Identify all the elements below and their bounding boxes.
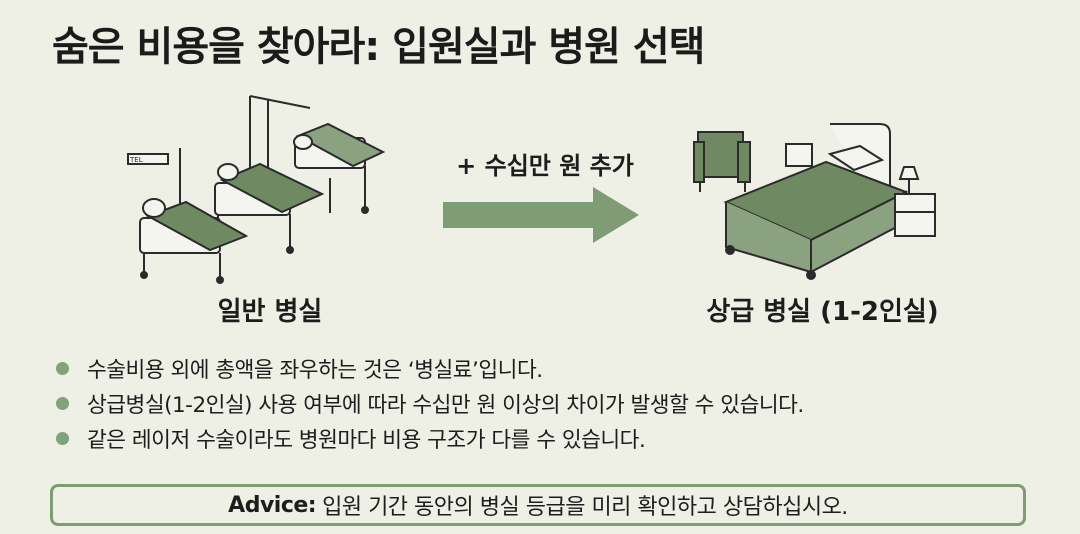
page-title: 숨은 비용을 찾아라: 입원실과 병원 선택 — [52, 24, 705, 70]
shared-ward-illustration: TEL — [127, 95, 386, 284]
right-arrow-icon — [443, 187, 639, 243]
ward-label: 일반 병실 — [217, 297, 323, 327]
bullet-text: 같은 레이저 수술이라도 병원마다 비용 구조가 다를 수 있습니다. — [87, 428, 646, 453]
advice-box: Advice: 입원 기간 동안의 병실 등급을 미리 확인하고 상담하십시오. — [50, 484, 1026, 526]
bullet-list: 수술비용 외에 총액을 좌우하는 것은 ‘병실료’입니다. 상급병실(1-2인실… — [56, 351, 804, 456]
private-room-illustration — [693, 123, 936, 280]
advice-prefix: Advice: — [228, 492, 317, 518]
bullet-dot-icon — [56, 397, 69, 410]
bullet-dot-icon — [56, 432, 69, 445]
bullet-item: 상급병실(1-2인실) 사용 여부에 따라 수십만 원 이상의 차이가 발생할 … — [56, 386, 804, 421]
advice-text: 입원 기간 동안의 병실 등급을 미리 확인하고 상담하십시오. — [322, 495, 848, 520]
bullet-dot-icon — [56, 362, 69, 375]
ward-sign-text: TEL — [129, 156, 143, 164]
private-room-label: 상급 병실 (1-2인실) — [706, 297, 939, 327]
bullet-text: 상급병실(1-2인실) 사용 여부에 따라 수십만 원 이상의 차이가 발생할 … — [87, 393, 804, 418]
bullet-item: 같은 레이저 수술이라도 병원마다 비용 구조가 다를 수 있습니다. — [56, 421, 804, 456]
cost-increase-label: + 수십만 원 추가 — [456, 152, 634, 180]
bullet-text: 수술비용 외에 총액을 좌우하는 것은 ‘병실료’입니다. — [87, 358, 543, 383]
bullet-item: 수술비용 외에 총액을 좌우하는 것은 ‘병실료’입니다. — [56, 351, 804, 386]
